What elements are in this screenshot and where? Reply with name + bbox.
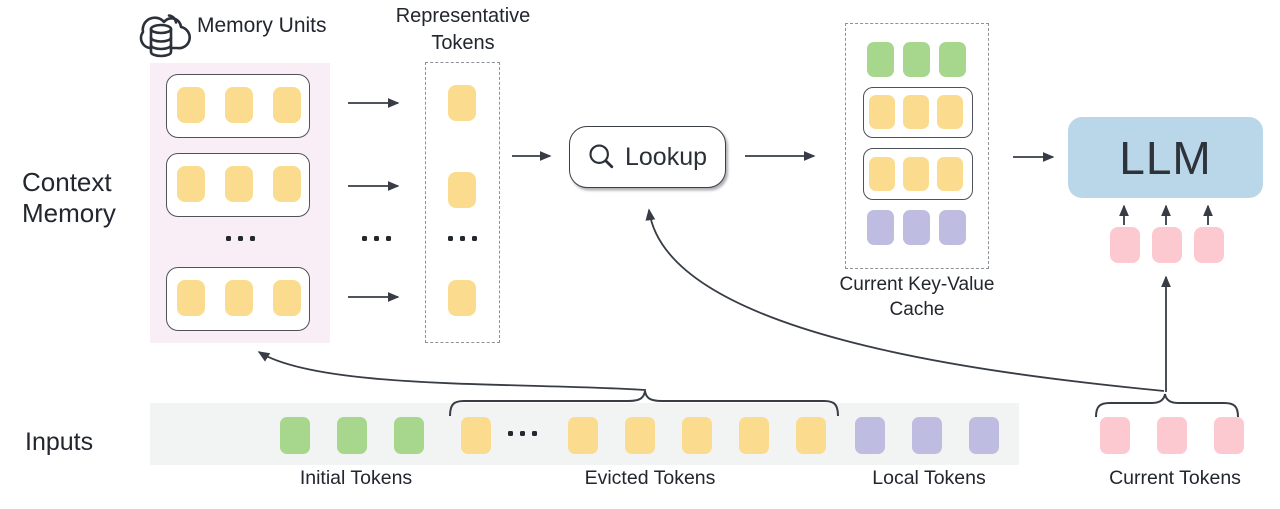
token — [448, 172, 476, 208]
initial-tokens-label: Initial Tokens — [299, 467, 413, 489]
token — [867, 210, 894, 245]
token — [1214, 417, 1244, 454]
ellipsis-evicted — [508, 431, 537, 436]
token — [937, 95, 963, 129]
lookup-button: Lookup — [569, 126, 726, 188]
token — [937, 157, 963, 191]
cache-local-tokens — [867, 210, 966, 245]
token — [273, 166, 301, 202]
memory-unit-tokens — [177, 166, 301, 202]
inputs-label: Inputs — [25, 428, 94, 456]
ellipsis-dot — [374, 236, 379, 241]
context-memory-label-line1: Context — [22, 167, 112, 197]
cache-initial-tokens — [867, 42, 966, 77]
token — [903, 210, 930, 245]
arrow-evicted-to-context-memory — [257, 351, 647, 391]
memory-units-label: Memory Units — [197, 14, 327, 37]
token — [280, 417, 310, 454]
ellipsis-dot — [472, 236, 477, 241]
llm-box: LLM — [1068, 117, 1263, 198]
llm-label: LLM — [1119, 131, 1212, 184]
ellipsis-dot — [362, 236, 367, 241]
current-tokens — [1100, 417, 1244, 454]
representative-token — [448, 85, 476, 121]
token — [273, 280, 301, 316]
token — [225, 87, 253, 123]
token — [568, 417, 598, 454]
memory-unit-tokens — [177, 280, 301, 316]
ellipsis-dot — [448, 236, 453, 241]
token — [448, 85, 476, 121]
token — [796, 417, 826, 454]
ellipsis-representative — [448, 236, 477, 241]
ellipsis-dot — [250, 236, 255, 241]
ellipsis-dot — [386, 236, 391, 241]
token — [739, 417, 769, 454]
token — [969, 417, 999, 454]
representative-token — [448, 172, 476, 208]
ellipsis-between — [362, 236, 391, 241]
evicted-token-first — [461, 417, 491, 454]
ellipsis-dot — [532, 431, 537, 436]
representative-tokens-box — [425, 62, 500, 343]
local-tokens-label: Local Tokens — [872, 467, 986, 489]
local-tokens — [855, 417, 999, 454]
context-memory-label: Context Memory — [22, 167, 116, 229]
ellipsis-memory — [226, 236, 255, 241]
current-kv-cache-label: Current Key-Value Cache — [829, 272, 1005, 322]
current-tokens-label: Current Tokens — [1109, 467, 1241, 489]
token — [867, 42, 894, 77]
current-kv-cache-label-line1: Current Key-Value — [839, 274, 995, 295]
representative-tokens-label: Representative Tokens — [373, 3, 553, 57]
memory-unit-tokens — [177, 87, 301, 123]
token — [394, 417, 424, 454]
llm-input-tokens — [1110, 227, 1224, 263]
initial-tokens — [280, 417, 424, 454]
search-icon — [589, 144, 614, 169]
token — [869, 157, 895, 191]
memory-units-cloud-database-icon — [139, 14, 191, 58]
token — [177, 166, 205, 202]
token — [1194, 227, 1224, 263]
token — [903, 42, 930, 77]
token — [903, 95, 929, 129]
token — [625, 417, 655, 454]
evicted-tokens — [568, 417, 826, 454]
ellipsis-dot — [226, 236, 231, 241]
token — [939, 42, 966, 77]
token — [448, 280, 476, 316]
token — [869, 95, 895, 129]
context-memory-label-line2: Memory — [22, 198, 116, 228]
token — [225, 280, 253, 316]
token — [855, 417, 885, 454]
representative-tokens-label-line1: Representative — [395, 5, 531, 27]
cache-retrieved-tokens — [869, 95, 963, 129]
token — [939, 210, 966, 245]
token — [273, 87, 301, 123]
cache-retrieved-tokens — [869, 157, 963, 191]
ellipsis-dot — [520, 431, 525, 436]
token — [1152, 227, 1182, 263]
evicted-tokens-label: Evicted Tokens — [584, 467, 716, 489]
token — [903, 157, 929, 191]
token — [1110, 227, 1140, 263]
token — [682, 417, 712, 454]
current-kv-cache-label-line2: Cache — [889, 299, 945, 320]
token — [225, 166, 253, 202]
token — [1100, 417, 1130, 454]
token — [177, 280, 205, 316]
representative-token — [448, 280, 476, 316]
brace-current-tokens — [1095, 393, 1239, 418]
lookup-label: Lookup — [624, 142, 708, 171]
token — [461, 417, 491, 454]
token — [337, 417, 367, 454]
token — [912, 417, 942, 454]
token — [1157, 417, 1187, 454]
token — [177, 87, 205, 123]
representative-tokens-label-line2: Tokens — [431, 32, 495, 54]
ellipsis-dot — [508, 431, 513, 436]
ellipsis-dot — [460, 236, 465, 241]
ellipsis-dot — [238, 236, 243, 241]
